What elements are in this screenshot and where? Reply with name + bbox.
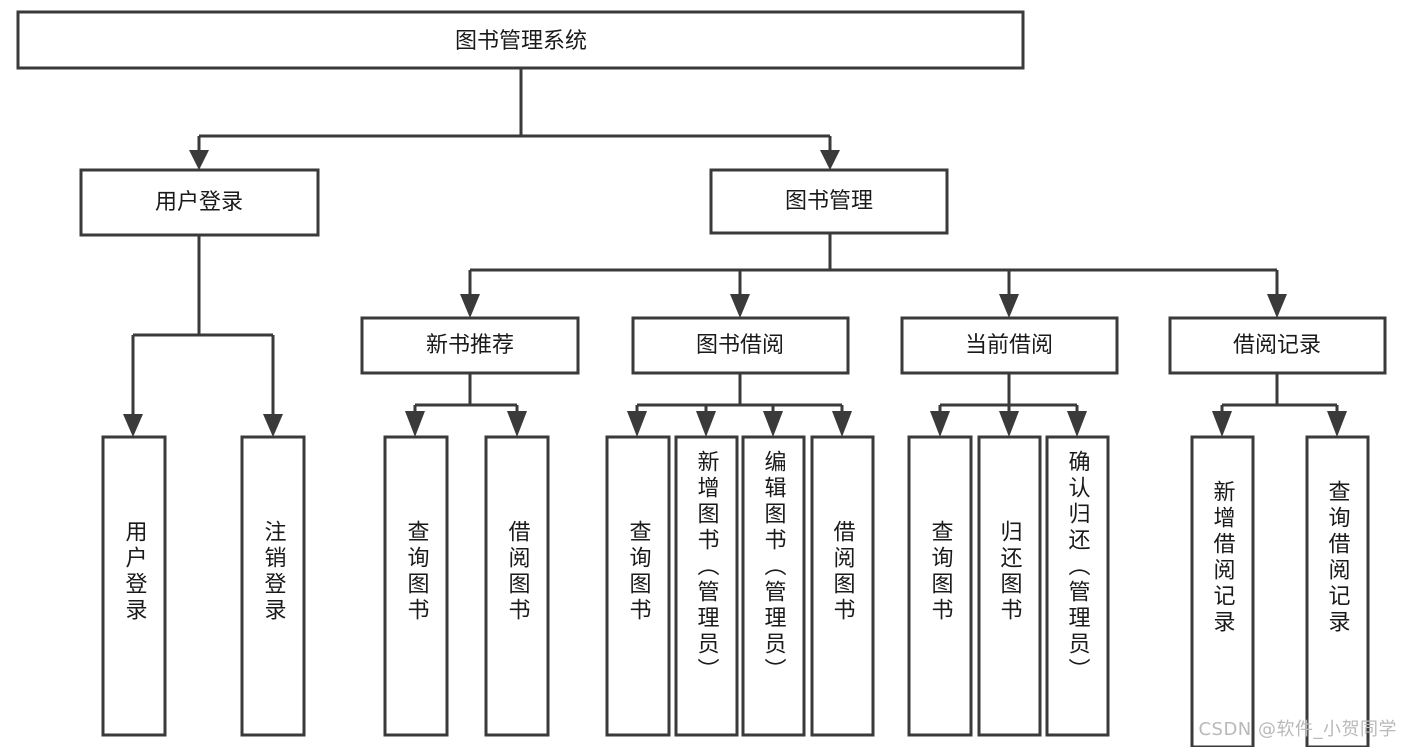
node-leaf-add-record[interactable]: 新增借阅记录 [1190, 435, 1255, 747]
node-leaf-query-book-2[interactable]: 查询图书 [605, 435, 671, 737]
node-user-login[interactable]: 用户登录 [79, 168, 320, 237]
arrow-head-leaf-borrow-book-2 [832, 411, 852, 437]
node-leaf-return-book[interactable]: 归还图书 [977, 435, 1042, 737]
node-leaf-add-record-label: 新增借阅记录 [1210, 480, 1236, 636]
node-leaf-query-book-2-label: 查询图书 [626, 520, 652, 624]
node-leaf-query-book-3[interactable]: 查询图书 [907, 435, 973, 737]
node-leaf-borrow-book-1-label: 借阅图书 [505, 520, 531, 624]
node-leaf-add-book-label: 新增图书（管理员） [694, 450, 720, 684]
node-root[interactable]: 图书管理系统 [16, 10, 1025, 70]
node-leaf-confirm-return-label: 确认归还（管理员） [1065, 450, 1091, 684]
node-borrow-record[interactable]: 借阅记录 [1168, 316, 1387, 375]
connector-group [123, 68, 1347, 437]
node-leaf-confirm-return[interactable]: 确认归还（管理员） [1045, 435, 1110, 737]
node-leaf-query-book-1[interactable]: 查询图书 [383, 435, 449, 737]
arrow-head-current-borrow [999, 294, 1019, 318]
arrow-head-leaf-return-book [999, 411, 1019, 437]
arrow-head-book-borrow [730, 294, 750, 318]
node-leaf-edit-book[interactable]: 编辑图书（管理员） [741, 435, 806, 737]
node-leaf-query-record-label: 查询借阅记录 [1325, 480, 1351, 636]
arrow-head-leaf-edit-book [763, 411, 783, 437]
node-leaf-edit-book-label: 编辑图书（管理员） [761, 450, 787, 684]
arrow-head-leaf-confirm-return [1067, 411, 1087, 437]
node-leaf-logout[interactable]: 注销登录 [240, 435, 306, 737]
arrow-head-leaf-logout [263, 414, 283, 437]
node-borrow-record-label: 借阅记录 [1233, 333, 1321, 358]
node-new-book-recommend-label: 新书推荐 [426, 333, 514, 358]
arrow-head-leaf-borrow-book-1 [507, 411, 527, 437]
node-leaf-return-book-label: 归还图书 [997, 520, 1023, 624]
node-leaf-query-record[interactable]: 查询借阅记录 [1305, 435, 1370, 747]
arrow-head-user-login [189, 150, 209, 170]
node-current-borrow[interactable]: 当前借阅 [900, 316, 1119, 375]
arrow-head-borrow-record [1267, 294, 1287, 318]
node-leaf-borrow-book-2[interactable]: 借阅图书 [810, 435, 875, 737]
arrow-head-leaf-add-book [696, 411, 716, 437]
node-leaf-add-book[interactable]: 新增图书（管理员） [674, 435, 739, 737]
arrow-head-leaf-add-record [1212, 411, 1232, 437]
arrow-head-leaf-query-book-3 [930, 411, 950, 437]
node-leaf-logout-label: 注销登录 [261, 520, 287, 624]
node-new-book-recommend[interactable]: 新书推荐 [360, 316, 580, 375]
arrow-head-leaf-query-book-1 [405, 411, 425, 437]
node-book-manage-label: 图书管理 [785, 189, 873, 214]
node-user-login-label: 用户登录 [155, 190, 243, 215]
node-leaf-borrow-book-2-label: 借阅图书 [830, 520, 856, 624]
node-current-borrow-label: 当前借阅 [965, 333, 1053, 358]
node-book-borrow-label: 图书借阅 [696, 333, 784, 358]
node-leaf-query-book-1-label: 查询图书 [404, 520, 430, 624]
node-book-borrow[interactable]: 图书借阅 [631, 316, 850, 375]
node-root-label: 图书管理系统 [455, 29, 587, 54]
arrow-head-leaf-query-book-2 [627, 411, 647, 437]
arrow-head-leaf-user-login [123, 414, 143, 437]
arrow-head-book-manage [820, 150, 840, 170]
arrow-head-new-book-recommend [460, 294, 480, 318]
node-leaf-query-book-3-label: 查询图书 [928, 520, 954, 624]
node-book-manage[interactable]: 图书管理 [709, 168, 949, 235]
arrow-head-leaf-query-record [1327, 411, 1347, 437]
node-leaf-user-login[interactable]: 用户登录 [101, 435, 167, 737]
node-leaf-user-login-label: 用户登录 [122, 520, 148, 624]
node-leaf-borrow-book-1[interactable]: 借阅图书 [484, 435, 550, 737]
